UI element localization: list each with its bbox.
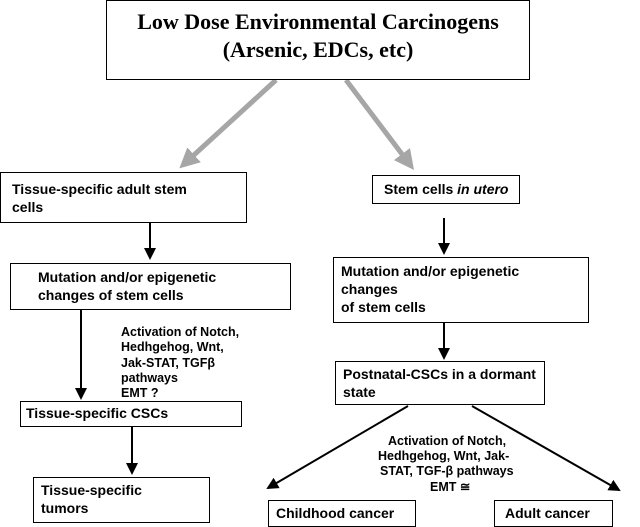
source-subtitle: (Arsenic, EDCs, etc) — [222, 37, 414, 62]
right-pathway-line-2: Hedhgehog, Wnt, Jak- — [378, 449, 510, 463]
right-stem-cells-label: Stem cells in utero — [384, 181, 509, 198]
adult-cancer-label: Adult cancer — [505, 505, 590, 521]
left-mutation-line-1: Mutation and/or epigenetic — [38, 269, 217, 285]
left-cscs-label: Tissue-specific CSCs — [26, 405, 169, 421]
right-mutation-line-1: Mutation and/or epigenetic — [341, 263, 520, 279]
arrow-dormant-to-childhood — [266, 405, 409, 490]
left-mutation-box — [10, 263, 291, 310]
source-title: Low Dose Environmental Carcinogens — [137, 9, 499, 34]
right-pathway-line-4: EMT ≅ — [430, 480, 471, 494]
right-stem-cells-prefix: Stem cells — [384, 181, 458, 197]
left-tumors-box — [33, 477, 210, 523]
right-stem-cells-box — [372, 175, 520, 204]
left-pathway-line-4: pathways — [121, 371, 178, 385]
right-mutation-line-3: of stem cells — [341, 299, 426, 315]
right-pathway-line-1: Activation of Notch, — [388, 434, 507, 448]
left-stem-cells-line-1: Tissue-specific adult stem — [12, 181, 187, 197]
right-stem-cells-italic: in utero — [457, 181, 509, 197]
left-mutation-line-2: changes of stem cells — [38, 287, 184, 303]
arrow-dormant-to-adult — [471, 405, 621, 491]
left-pathway-line-5: EMT ? — [121, 386, 159, 400]
left-tumors-line-1: Tissue-specific — [41, 482, 142, 498]
right-dormant-box — [335, 361, 545, 405]
arrow-source-to-left — [179, 78, 278, 169]
left-pathway-line-1: Activation of Notch, — [121, 325, 240, 339]
left-pathway-line-2: Hedhgehog, Wnt, — [121, 340, 224, 354]
left-stem-cells-box — [0, 172, 247, 223]
right-pathway-line-3: STAT, TGF-β pathways — [380, 464, 514, 478]
right-mutation-line-2: changes — [341, 281, 398, 297]
left-stem-cells-line-2: cells — [12, 199, 44, 215]
left-tumors-line-2: tumors — [41, 500, 89, 516]
childhood-cancer-label: Childhood cancer — [276, 505, 395, 521]
right-mutation-box — [333, 257, 589, 323]
right-dormant-line-1: Postnatal-CSCs in a dormant — [343, 366, 536, 382]
left-pathway-line-3: Jak-STAT, TGFβ — [121, 356, 215, 370]
left-cscs-box — [20, 401, 242, 427]
right-dormant-line-2: state — [343, 384, 376, 400]
source-box — [106, 0, 530, 80]
arrow-source-to-right — [344, 78, 415, 170]
